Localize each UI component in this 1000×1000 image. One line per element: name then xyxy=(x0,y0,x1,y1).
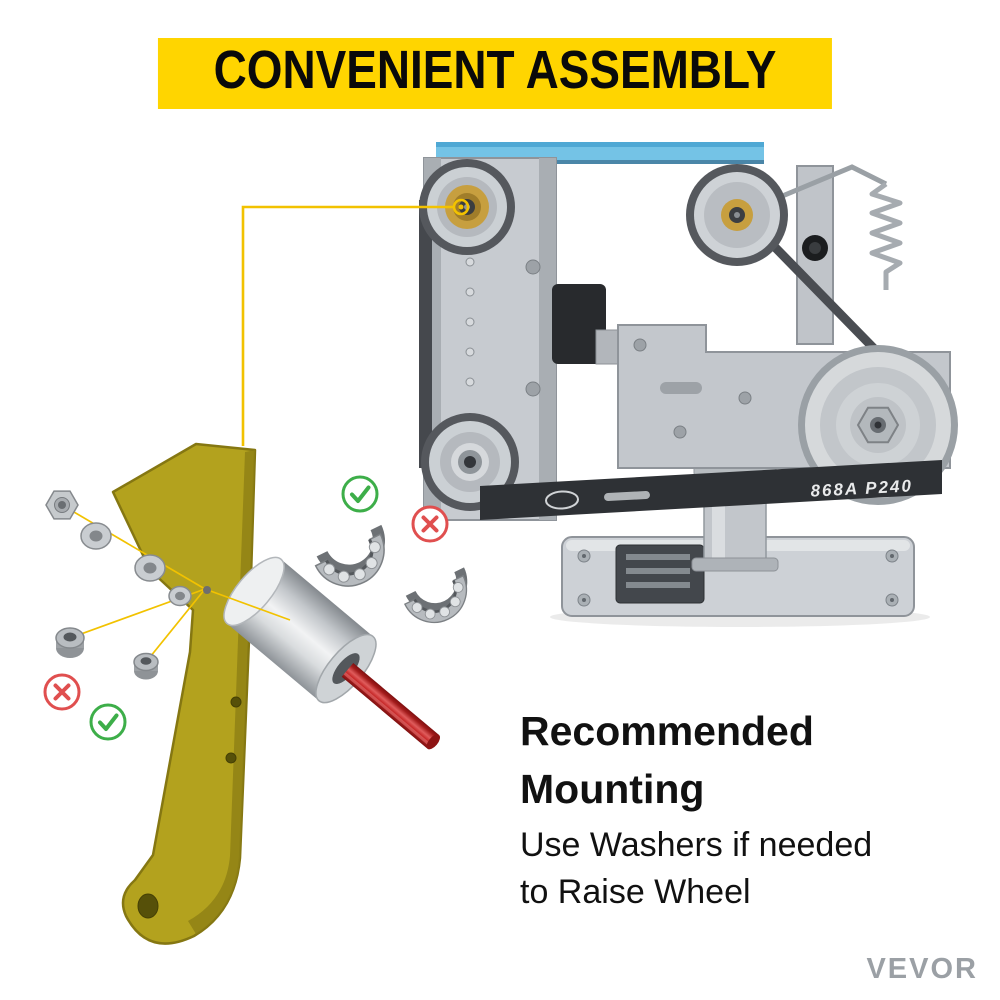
correct-check-icon xyxy=(341,475,379,513)
mounting-title-line2: Mounting xyxy=(520,766,705,813)
pivot-hole-point xyxy=(203,586,211,594)
vevor-logo: VEVOR xyxy=(866,953,978,985)
bushing xyxy=(55,627,85,658)
assembly-banner: CONVENIENT ASSEMBLY xyxy=(157,38,833,109)
bracket-bottom-hole xyxy=(137,893,159,919)
callout-line xyxy=(241,198,470,446)
mounting-title: Recommended Mounting xyxy=(520,702,814,818)
mounting-bracket xyxy=(111,442,257,945)
mounting-note-line2: to Raise Wheel xyxy=(520,872,751,911)
tension-spring xyxy=(767,164,903,290)
incorrect-cross-icon xyxy=(43,673,81,711)
incorrect-cross-icon xyxy=(411,505,449,543)
belt-logo-mark xyxy=(545,490,579,510)
belt-left-edge xyxy=(419,200,432,468)
correct-check-icon xyxy=(89,703,127,741)
washer-small xyxy=(168,585,192,607)
frame-screws xyxy=(465,257,541,397)
mounting-note-line1: Use Washers if needed xyxy=(520,826,873,864)
mounting-note: Use Washers if needed to Raise Wheel xyxy=(520,822,872,916)
axle-pin xyxy=(341,662,441,750)
spec-label xyxy=(615,544,705,604)
belt-brand-mark xyxy=(604,491,650,501)
mounting-title-line1: Recommended xyxy=(520,708,814,754)
washer xyxy=(80,522,112,550)
bracket-spine-hole xyxy=(225,752,237,764)
hex-nut xyxy=(45,490,79,520)
mounting-diagram xyxy=(43,442,483,945)
bearing-cup-incorrect xyxy=(400,566,483,635)
bracket-spine-hole xyxy=(230,696,242,708)
banner-title: CONVENIENT ASSEMBLY xyxy=(213,40,777,100)
washer xyxy=(134,554,166,582)
callout-target-dot xyxy=(458,204,464,210)
base-plate xyxy=(561,536,915,617)
upper-idler-wheel xyxy=(686,164,788,266)
tension-plate xyxy=(796,165,834,345)
machine-photo: 868A P240 xyxy=(419,142,958,627)
spacer-cylinder xyxy=(223,556,441,750)
bearing-cup-correct xyxy=(310,523,403,600)
base-screws xyxy=(577,549,899,607)
bushing xyxy=(133,652,159,680)
motor-block xyxy=(552,284,606,364)
callout-target-ring xyxy=(452,198,470,216)
